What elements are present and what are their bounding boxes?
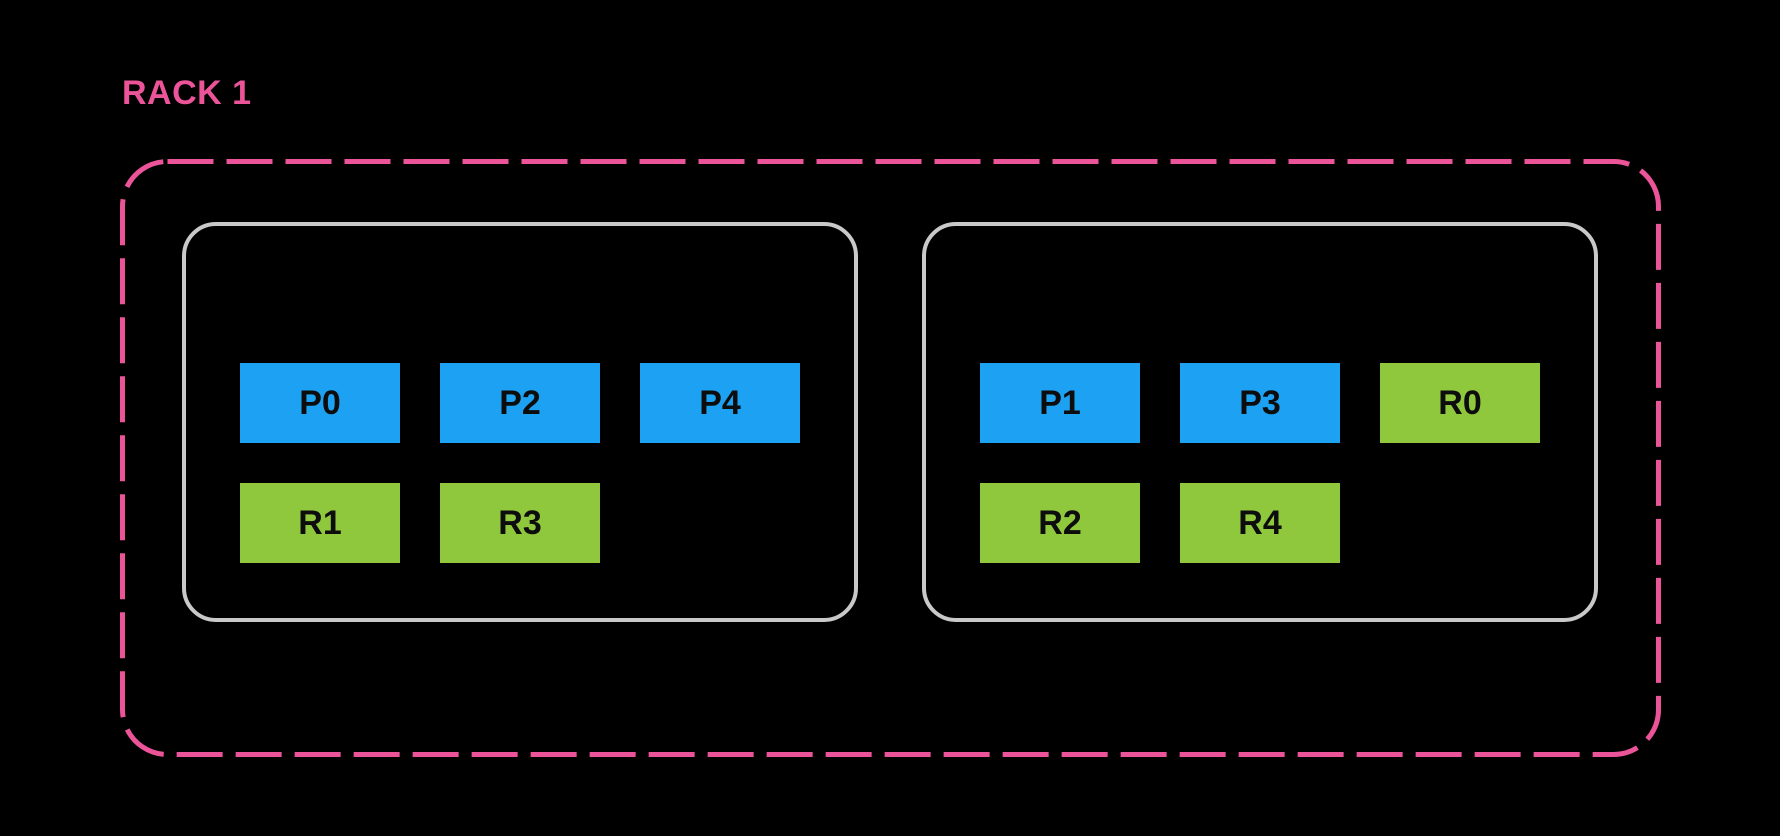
partition-box-p0: P0 xyxy=(240,363,400,443)
partition-box-p4: P4 xyxy=(640,363,800,443)
node-container-2: P1 P3 R0 R2 R4 xyxy=(922,222,1598,622)
node-2-row-1: P1 P3 R0 xyxy=(980,363,1594,443)
node-1-row-2: R1 R3 xyxy=(240,483,854,563)
node-2-row-2: R2 R4 xyxy=(980,483,1594,563)
replica-box-r4: R4 xyxy=(1180,483,1340,563)
replica-box-r1: R1 xyxy=(240,483,400,563)
partition-box-p1: P1 xyxy=(980,363,1140,443)
partition-box-p2: P2 xyxy=(440,363,600,443)
rack-title: RACK 1 xyxy=(122,74,252,112)
rack-boundary-dashed-border xyxy=(120,159,1661,757)
replica-box-r0: R0 xyxy=(1380,363,1540,443)
node-container-1: P0 P2 P4 R1 R3 xyxy=(182,222,858,622)
replica-box-r3: R3 xyxy=(440,483,600,563)
partition-box-p3: P3 xyxy=(1180,363,1340,443)
rack-boundary-rect xyxy=(120,159,1661,757)
node-1-row-1: P0 P2 P4 xyxy=(240,363,854,443)
replica-box-r2: R2 xyxy=(980,483,1140,563)
